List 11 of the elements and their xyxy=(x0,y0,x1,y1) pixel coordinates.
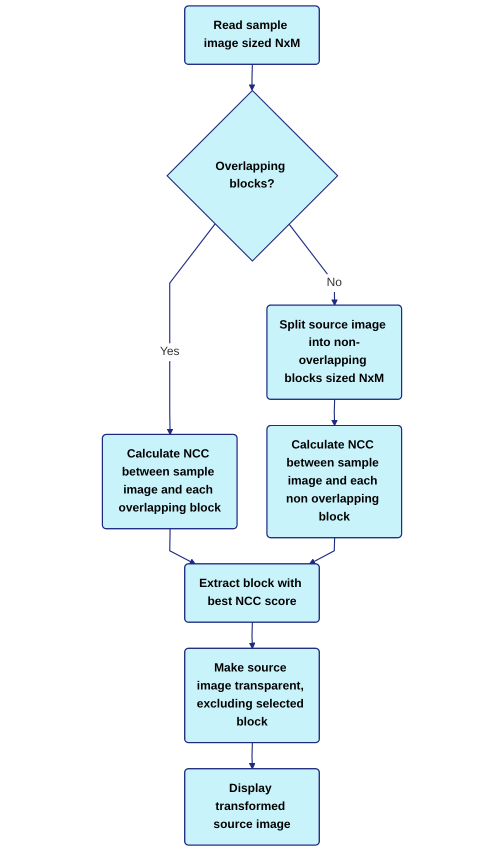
edge-label: Yes xyxy=(160,345,180,358)
arrow xyxy=(308,538,336,565)
node-diamond: Overlapping blocks? xyxy=(166,90,338,262)
arrow xyxy=(166,224,216,436)
arrow xyxy=(248,64,256,91)
arrow xyxy=(248,622,256,650)
arrow xyxy=(169,529,196,565)
arrow xyxy=(331,400,338,426)
arrow xyxy=(288,224,338,306)
arrow xyxy=(248,742,256,770)
edge-label: No xyxy=(326,276,342,290)
